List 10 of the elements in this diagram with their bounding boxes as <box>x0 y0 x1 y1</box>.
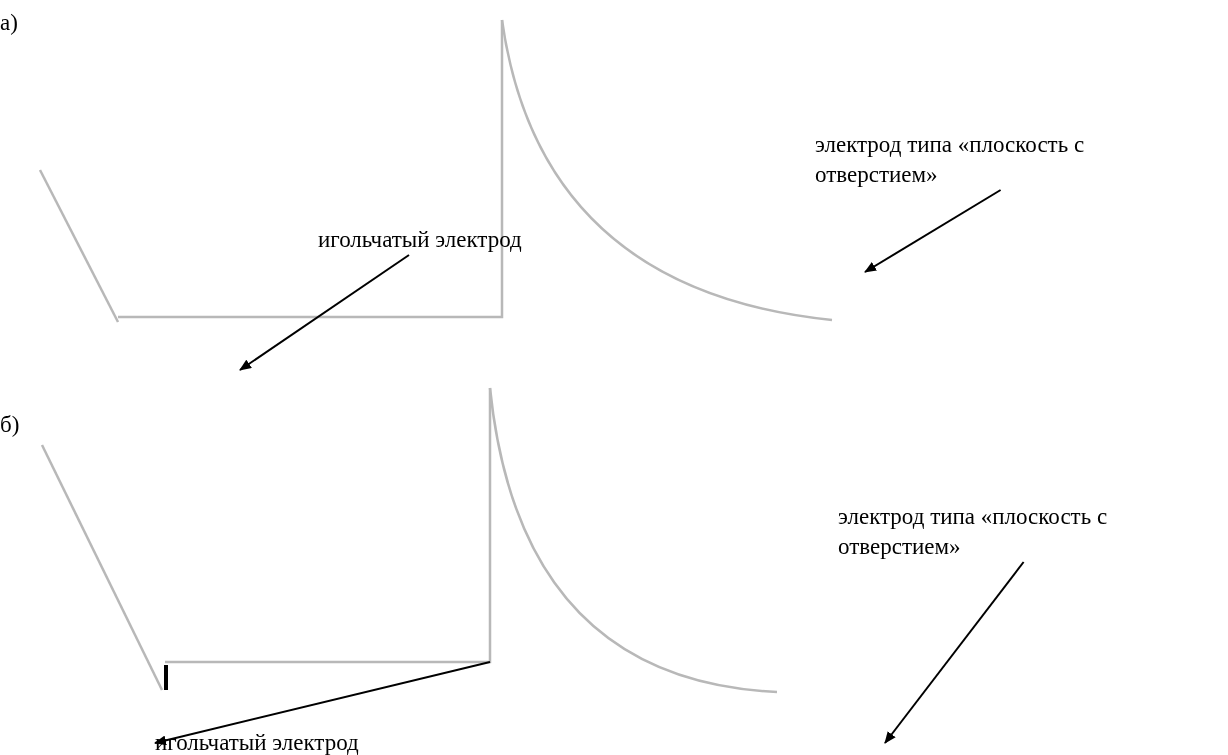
callout-label: электрод типа «плоскость с отверстием» <box>838 502 1128 562</box>
arrow <box>864 189 1002 273</box>
panel-letter: б) <box>0 411 20 439</box>
panel-letter: а) <box>0 9 18 37</box>
arrow <box>154 661 491 746</box>
callout-label: игольчатый электрод <box>155 728 415 755</box>
arrow <box>239 254 410 371</box>
arrow <box>884 561 1025 744</box>
callout-label: игольчатый электрод <box>318 225 578 255</box>
callout-label: электрод типа «плоскость с отверстием» <box>815 130 1105 190</box>
